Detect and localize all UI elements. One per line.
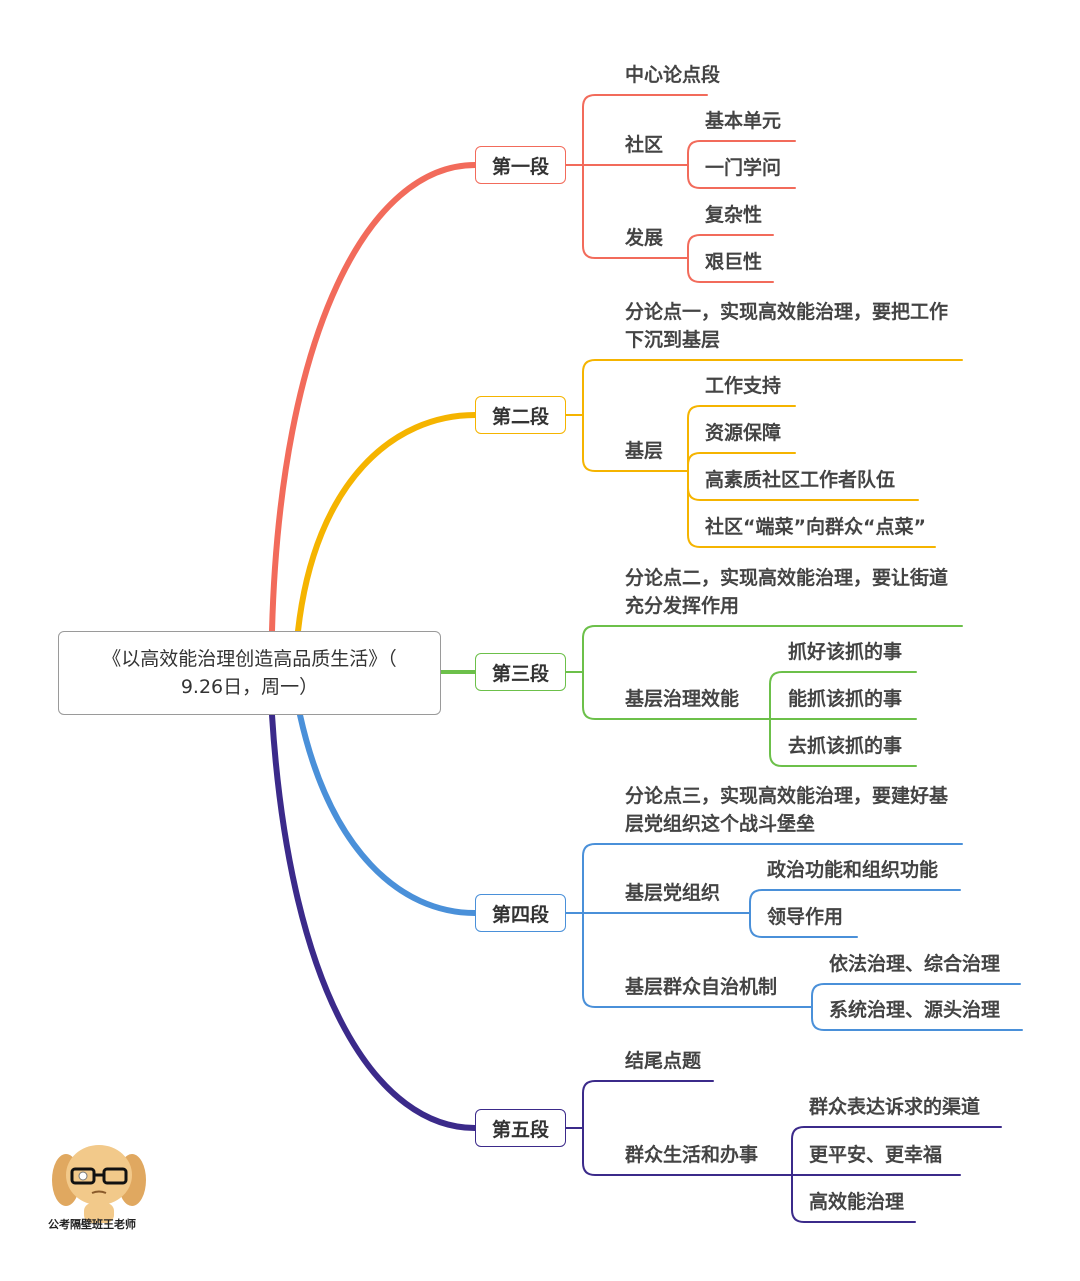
topic-connector bbox=[582, 94, 708, 166]
central-topic-line1: 《以高效能治理创造高品质生活》（ bbox=[102, 648, 397, 670]
subtopic-label[interactable]: 抓好该抓的事 bbox=[788, 641, 903, 663]
subtopic-label[interactable]: 去抓该抓的事 bbox=[788, 735, 903, 757]
topic-connector bbox=[582, 843, 963, 914]
subtopic-connector bbox=[811, 1006, 1023, 1031]
subtopic-connector bbox=[791, 1174, 916, 1223]
topic-connector bbox=[582, 1080, 714, 1129]
subtopic-connector bbox=[811, 983, 1021, 1008]
subtopic-label[interactable]: 依法治理、综合治理 bbox=[829, 953, 1001, 975]
subtopic-connector bbox=[687, 257, 774, 283]
subtopic-label[interactable]: 系统治理、源头治理 bbox=[829, 999, 1001, 1021]
subtopic-connector bbox=[687, 140, 796, 166]
topic-label[interactable]: 中心论点段 bbox=[625, 64, 721, 86]
topic-label[interactable]: 分论点一，实现高效能治理，要把工作下沉到基层 bbox=[625, 301, 949, 351]
subtopic-label[interactable]: 能抓该抓的事 bbox=[788, 688, 903, 710]
subtopic-connector bbox=[791, 1126, 1002, 1176]
branch-connector bbox=[269, 162, 478, 634]
topic-label[interactable]: 基层治理效能 bbox=[625, 688, 740, 710]
subtopic-label[interactable]: 领导作用 bbox=[767, 906, 844, 928]
topic-connector bbox=[582, 414, 689, 472]
branch-connector bbox=[297, 712, 478, 916]
mascot-dog-logo bbox=[52, 1145, 146, 1223]
topic-connector bbox=[582, 359, 963, 416]
topic-connector bbox=[582, 625, 963, 673]
subtopic-label[interactable]: 基本单元 bbox=[705, 110, 782, 132]
branch-node-3[interactable]: 第三段 bbox=[475, 653, 566, 691]
topic-label[interactable]: 基层群众自治机制 bbox=[625, 976, 778, 998]
watermark-caption: 公考隔壁班王老师 bbox=[48, 1218, 136, 1231]
branch-node-4[interactable]: 第四段 bbox=[475, 894, 566, 932]
topic-label[interactable]: 分论点三，实现高效能治理，要建好基层党组织这个战斗堡垒 bbox=[625, 785, 949, 835]
subtopic-connector bbox=[769, 718, 917, 767]
subtopic-label[interactable]: 社区“端菜”向群众“点菜” bbox=[705, 516, 926, 538]
subtopic-label[interactable]: 政治功能和组织功能 bbox=[767, 859, 939, 881]
subtopic-label[interactable]: 更平安、更幸福 bbox=[809, 1144, 943, 1166]
subtopic-label[interactable]: 高素质社区工作者队伍 bbox=[705, 469, 896, 491]
topic-label[interactable]: 结尾点题 bbox=[625, 1050, 702, 1072]
subtopic-label[interactable]: 资源保障 bbox=[705, 422, 782, 444]
subtopic-label[interactable]: 一门学问 bbox=[705, 157, 782, 179]
topic-label[interactable]: 基层 bbox=[625, 440, 664, 462]
topic-label[interactable]: 社区 bbox=[625, 134, 664, 156]
branch-node-5[interactable]: 第五段 bbox=[475, 1109, 566, 1147]
topic-label[interactable]: 群众生活和办事 bbox=[625, 1144, 759, 1166]
subtopic-label[interactable]: 群众表达诉求的渠道 bbox=[809, 1096, 981, 1118]
subtopic-connector bbox=[687, 164, 796, 189]
central-topic-line2: 9.26日，周一） bbox=[180, 676, 319, 698]
topic-label[interactable]: 分论点二，实现高效能治理，要让街道充分发挥作用 bbox=[625, 567, 949, 617]
subtopic-label[interactable]: 高效能治理 bbox=[809, 1191, 905, 1213]
subtopic-connector bbox=[687, 234, 774, 259]
topic-connector bbox=[582, 671, 771, 720]
subtopic-connector bbox=[749, 889, 961, 914]
subtopic-connector bbox=[749, 912, 858, 938]
topic-connector bbox=[582, 1127, 793, 1176]
branch-connector bbox=[269, 712, 478, 1131]
branch-node-2[interactable]: 第二段 bbox=[475, 396, 566, 434]
subtopic-connector bbox=[769, 671, 917, 720]
central-topic[interactable]: 《以高效能治理创造高品质生活》（ 9.26日，周一） bbox=[58, 631, 441, 715]
subtopic-connector bbox=[687, 405, 796, 472]
subtopic-label[interactable]: 复杂性 bbox=[705, 204, 763, 226]
subtopic-connector bbox=[687, 470, 936, 548]
branch-node-1[interactable]: 第一段 bbox=[475, 146, 566, 184]
topic-label[interactable]: 发展 bbox=[625, 227, 664, 249]
topic-connector bbox=[582, 164, 689, 259]
subtopic-label[interactable]: 工作支持 bbox=[705, 375, 782, 397]
topic-label[interactable]: 基层党组织 bbox=[625, 882, 721, 904]
topic-connector bbox=[582, 912, 813, 1008]
subtopic-label[interactable]: 艰巨性 bbox=[705, 251, 763, 273]
subtopic-connector bbox=[687, 452, 796, 472]
branch-connector bbox=[295, 412, 478, 634]
